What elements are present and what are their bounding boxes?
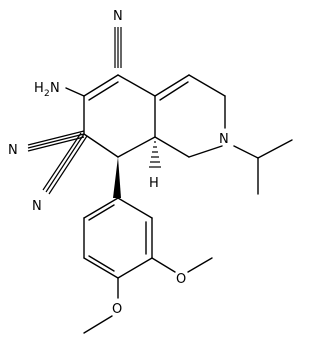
amino-bond	[65, 87, 85, 97]
svg-text:2: 2	[44, 89, 50, 99]
svg-text:H: H	[34, 81, 44, 96]
nitrile-top	[114, 27, 122, 68]
isopropyl-group	[233, 139, 293, 195]
methoxy-lower	[83, 277, 119, 334]
stereo-hydrogen: H	[149, 176, 159, 191]
nitrile-left-lower-n: N	[32, 199, 42, 214]
nitrile-left-lower	[42, 132, 88, 195]
hash-bond-h	[149, 141, 161, 168]
svg-text:N: N	[50, 81, 60, 96]
methoxy-upper-o: O	[176, 272, 186, 287]
ring-nitrogen: N	[219, 132, 229, 147]
structure-diagram: N N H 2 N	[8, 9, 293, 334]
nitrile-left-upper-n: N	[8, 143, 18, 158]
nitrile-top-n: N	[113, 9, 123, 24]
methoxy-lower-o: O	[112, 302, 122, 317]
left-ring	[83, 74, 156, 158]
nitrile-left-upper	[27, 130, 85, 152]
methoxy-upper	[151, 257, 213, 273]
right-ring	[154, 74, 226, 158]
amino-label: H 2 N	[34, 81, 60, 99]
wedge-bond-aryl	[113, 157, 121, 198]
molecule-canvas: N N H 2 N	[8, 9, 293, 334]
aryl-ring	[83, 197, 153, 279]
